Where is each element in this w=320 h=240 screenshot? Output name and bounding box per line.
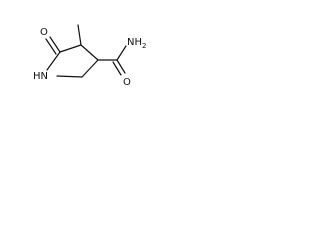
bond-amide-double-b xyxy=(112,61,122,76)
atom-label-amide-nitrogen-symbol: NH xyxy=(127,37,142,48)
bond-ring-nh-to-c2 xyxy=(46,51,61,71)
molecule-structure: O HN NH2 O xyxy=(33,24,146,88)
bond-amide-double-a xyxy=(116,59,126,74)
bond-methyl xyxy=(77,24,82,46)
bond-carbonyl-double-a xyxy=(49,36,61,53)
atom-label-amide-nitrogen-h-count: 2 xyxy=(142,42,146,50)
atom-label-amide-oxygen: O xyxy=(123,77,131,88)
atom-label-amide-nitrogen: NH2 xyxy=(127,37,146,50)
bond-amide-carbon-to-nh2 xyxy=(116,45,127,61)
atom-label-ring-nitrogen: HN xyxy=(33,71,48,82)
bond-carbonyl-double-b xyxy=(45,38,57,55)
bond-ring-c5-to-nh xyxy=(56,75,83,78)
atom-label-carbonyl-oxygen: O xyxy=(40,27,48,38)
bond-ring-c3-to-c4 xyxy=(80,44,99,61)
bond-ring-c2-to-c3 xyxy=(59,44,82,53)
bond-ring-c4-to-c5 xyxy=(81,59,99,78)
